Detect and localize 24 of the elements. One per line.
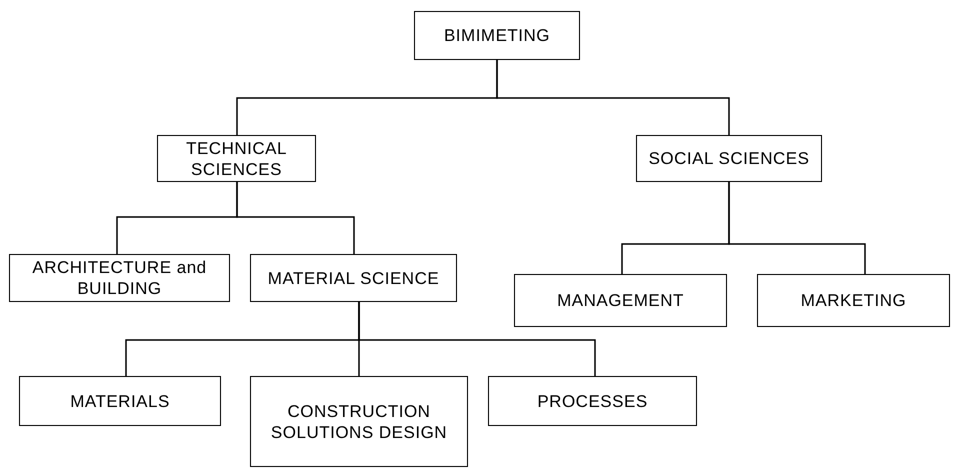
- connector-line: [728, 182, 866, 274]
- connector-line: [236, 182, 355, 254]
- box-label: MANAGEMENT: [557, 290, 684, 311]
- connector-line: [496, 60, 730, 135]
- box-label: MATERIAL SCIENCE: [268, 268, 440, 288]
- box-label: CONSTRUCTION SOLUTIONS DESIGN: [270, 400, 448, 442]
- org-box: [250, 376, 468, 467]
- org-box: [636, 135, 822, 182]
- org-box: [488, 376, 697, 426]
- org-box: [250, 254, 457, 302]
- org-box: [757, 274, 950, 327]
- box-label: ARCHITECTURE and BUILDING: [31, 257, 208, 299]
- org-box: [157, 135, 316, 182]
- box-label: PROCESSES: [537, 390, 648, 412]
- box-label: SOCIAL SCIENCES: [648, 148, 810, 169]
- org-box: [9, 254, 230, 302]
- box-label: BIMIMETING: [444, 25, 550, 46]
- org-box: [19, 376, 221, 426]
- box-label: MARKETING: [800, 290, 906, 311]
- box-label: MATERIALS: [70, 390, 170, 412]
- org-box: [414, 11, 580, 60]
- box-label: TECHNICAL SCIENCES: [185, 138, 288, 180]
- connector-line: [358, 302, 596, 376]
- org-box: [514, 274, 727, 327]
